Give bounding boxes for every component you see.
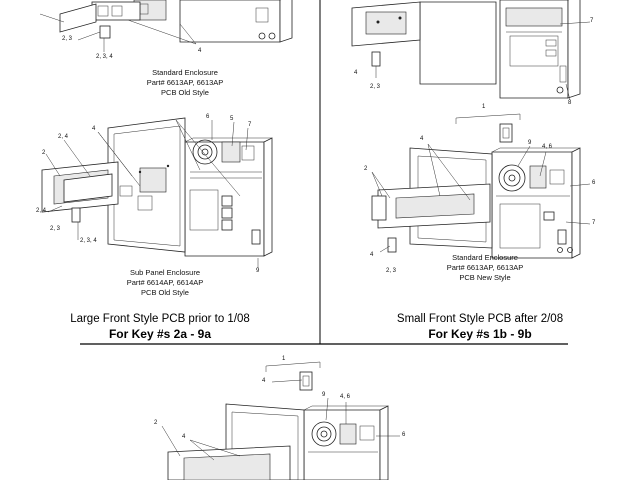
callout: 8 — [568, 100, 572, 106]
callout: 9 — [322, 392, 326, 398]
caption-line: Standard Enclosure — [152, 68, 218, 77]
callout: 2 — [154, 420, 158, 426]
callout: 2, 3 — [370, 84, 381, 90]
callout: 4 — [370, 252, 374, 258]
left-key-range: For Key #s 2a - 9a — [108, 327, 212, 341]
mid-right-enclosure-drawing — [371, 113, 591, 259]
caption-line: Standard Enclosure — [452, 253, 518, 262]
top-left-caption: Standard Enclosure Part# 6613AP, 6613AP … — [120, 68, 250, 98]
caption-line: Part# 6614AP, 6614AP — [126, 278, 204, 287]
top-right-enclosure-drawing — [351, 0, 591, 101]
bottom-enclosure-drawing — [161, 361, 400, 480]
callout: 4 — [198, 48, 202, 54]
callout: 1 — [482, 104, 486, 110]
callout: 2 — [42, 150, 46, 156]
mid-left-enclosure-drawing — [41, 117, 273, 268]
callout: 1 — [282, 356, 286, 362]
caption-line: Part# 6613AP, 6613AP — [146, 78, 224, 87]
callout: 2, 3 — [62, 36, 73, 42]
caption-line: PCB Old Style — [161, 88, 209, 97]
callout: 4, 6 — [340, 394, 351, 400]
caption-line: Sub Panel Enclosure — [129, 268, 201, 277]
callout: 4, 6 — [542, 144, 553, 150]
callout: 7 — [592, 220, 596, 226]
callout: 6 — [592, 180, 596, 186]
callout: 4 — [182, 434, 186, 440]
left-section-title: Large Front Style PCB prior to 1/08 — [70, 313, 250, 325]
callout: 7 — [590, 18, 594, 24]
callout: 2, 4 — [36, 208, 47, 214]
callout: 4 — [262, 378, 266, 384]
callout: 9 — [256, 268, 260, 274]
caption-line: Part# 6613AP, 6613AP — [446, 263, 524, 272]
callout: 2, 3 — [50, 226, 61, 232]
callout: 5 — [230, 116, 234, 122]
caption-line: PCB New Style — [459, 273, 511, 282]
callout: 4 — [420, 136, 424, 142]
mid-right-caption: Standard Enclosure Part# 6613AP, 6613AP … — [420, 253, 550, 283]
callout: 6 — [402, 432, 406, 438]
callout: 2, 3, 4 — [96, 54, 113, 60]
callout: 4 — [92, 126, 96, 132]
callout: 7 — [248, 122, 252, 128]
callout: 2, 4 — [58, 134, 69, 140]
top-left-enclosure-drawing — [39, 0, 293, 52]
callout: 2 — [364, 166, 368, 172]
right-section-title: Small Front Style PCB after 2/08 — [396, 313, 564, 325]
callout: 9 — [528, 140, 532, 146]
callout: 6 — [206, 114, 210, 120]
caption-line: PCB Old Style — [141, 288, 189, 297]
callout: 2, 3, 4 — [80, 238, 97, 244]
callout: 2, 3 — [386, 268, 397, 274]
right-key-range: For Key #s 1b - 9b — [428, 327, 532, 341]
mid-left-caption: Sub Panel Enclosure Part# 6614AP, 6614AP… — [100, 268, 230, 298]
callout: 4 — [354, 70, 358, 76]
